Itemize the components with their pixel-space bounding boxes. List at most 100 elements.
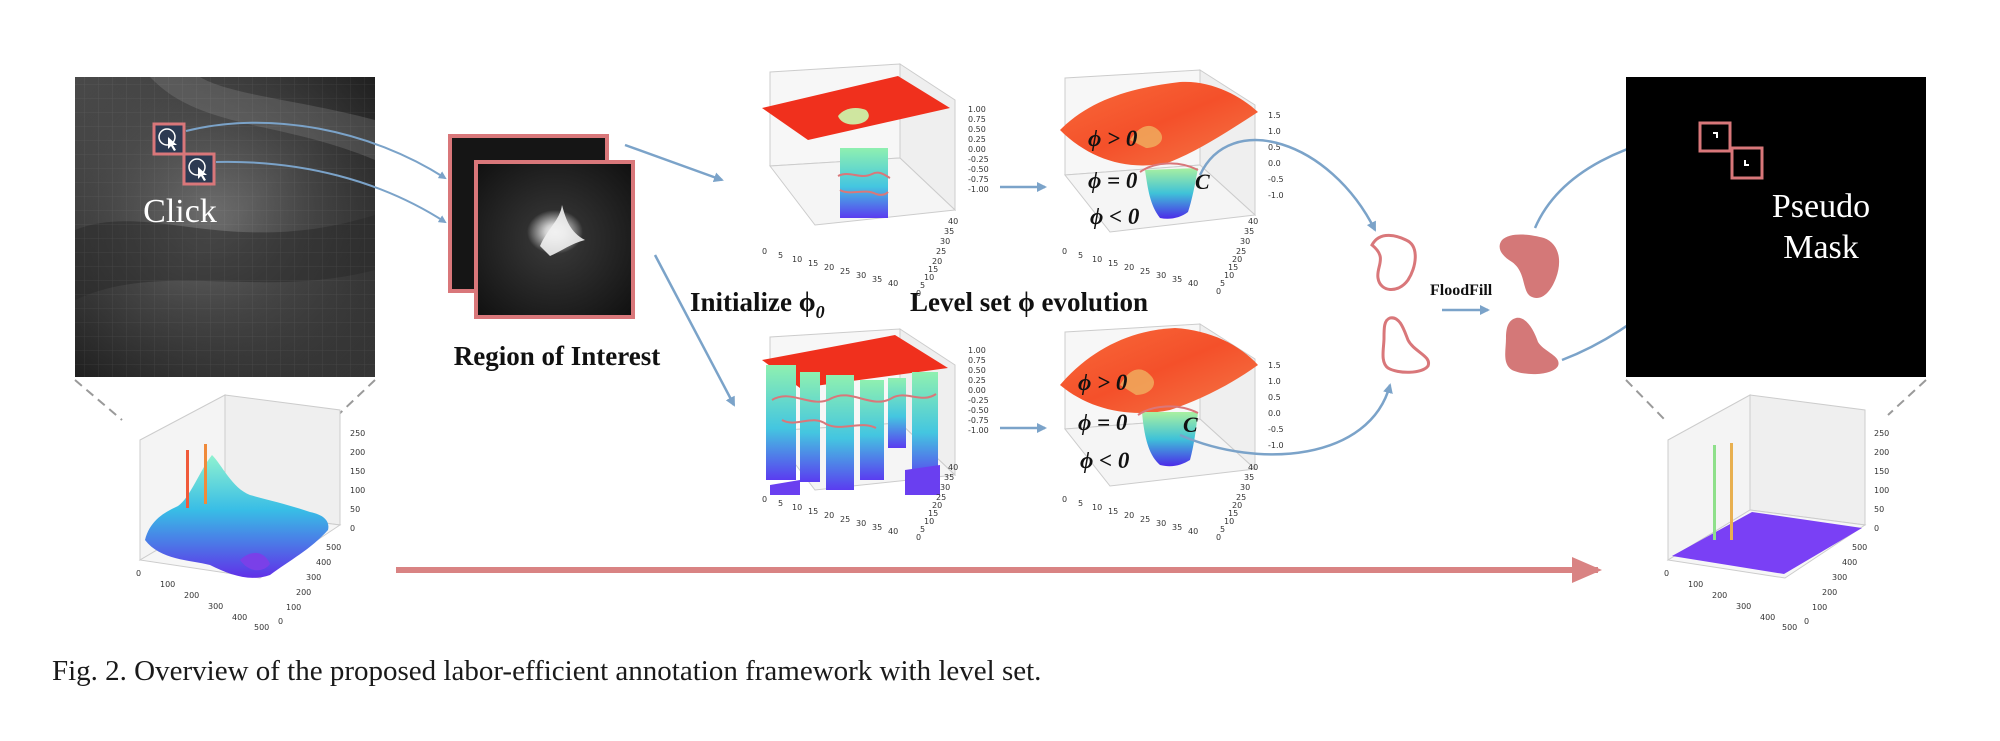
tick: 300: [306, 573, 321, 582]
tick: 300: [1832, 573, 1847, 582]
contour-bottom: [1381, 316, 1431, 374]
tick: 40: [888, 527, 898, 536]
tick: 150: [1874, 467, 1889, 476]
contour-top: [1370, 233, 1417, 291]
tick: 25: [840, 515, 850, 524]
floodfill-label: FloodFill: [1430, 282, 1493, 299]
arrow-roi-to-init-top: [624, 143, 724, 182]
tick: 35: [1172, 523, 1182, 532]
tick: 0: [350, 524, 355, 533]
arrow-click-to-roi-2: [215, 160, 447, 224]
initialize-label: Initialize ϕ0: [690, 287, 825, 322]
tick: 0.0: [1268, 409, 1281, 418]
tick: 40: [1248, 217, 1258, 226]
tick: 0: [1804, 617, 1809, 626]
tick: 100: [1812, 603, 1827, 612]
tick: 100: [286, 603, 301, 612]
tick: 0: [916, 289, 921, 298]
tick: 30: [856, 519, 866, 528]
tick: 0: [278, 617, 283, 626]
tick: -0.75: [968, 175, 989, 184]
tick: 5: [920, 281, 925, 290]
tick: 35: [872, 523, 882, 532]
tick: -0.25: [968, 396, 989, 405]
tick: 300: [208, 602, 223, 611]
tick: 35: [872, 275, 882, 284]
tick: 0: [1216, 533, 1221, 542]
tick: 5: [1078, 499, 1083, 508]
evo-top-phi-gt: ϕ > 0: [1088, 126, 1138, 151]
init-top-x-ticks: 0 5 10 15 20 25 30 35 40: [762, 247, 898, 288]
tick: 5: [920, 525, 925, 534]
tick: 15: [1108, 259, 1118, 268]
init-bottom-z-ticks: 1.00 0.75 0.50 0.25 0.00 -0.25 -0.50 -0.…: [968, 346, 989, 435]
tick: 30: [1240, 237, 1250, 246]
init-top-z-ticks: 1.00 0.75 0.50 0.25 0.00 -0.25 -0.50 -0.…: [968, 105, 989, 194]
tick: 0.5: [1268, 393, 1281, 402]
tick: 5: [1220, 279, 1225, 288]
evo-top-c: C: [1195, 169, 1210, 194]
tick: -0.75: [968, 416, 989, 425]
tick: 500: [1782, 623, 1797, 632]
tick: 10: [924, 517, 934, 526]
tick: 15: [808, 507, 818, 516]
terrain-y-ticks: 500 400 300 200 100 0: [278, 543, 341, 626]
tick: 100: [1874, 486, 1889, 495]
pseudo-label: Pseudo: [1772, 188, 1870, 225]
tick: 20: [1232, 501, 1242, 510]
tick: 20: [824, 263, 834, 272]
tick: 1.5: [1268, 111, 1281, 120]
tick: 10: [792, 255, 802, 264]
tick: -0.5: [1268, 175, 1284, 184]
tick: 5: [778, 251, 783, 260]
tick: 0: [762, 247, 767, 256]
tick: 1.00: [968, 346, 986, 355]
tick: 40: [1188, 527, 1198, 536]
dashed-right-a: [1625, 379, 1666, 421]
tick: 200: [1712, 591, 1727, 600]
roi-patches: [448, 134, 635, 319]
tick: 400: [1760, 613, 1775, 622]
evo-top-y-ticks: 40 35 30 25 20 15 10 5 0: [1216, 217, 1258, 296]
evo-plot-bottom: [1060, 323, 1258, 487]
tick: 1.5: [1268, 361, 1281, 370]
input-image: [75, 77, 375, 377]
tick: 200: [296, 588, 311, 597]
tick: 50: [1874, 505, 1884, 514]
evo-bottom-phi-gt: ϕ > 0: [1078, 370, 1128, 395]
mask-plot: [1666, 394, 1867, 579]
tick: 0: [1062, 495, 1067, 504]
tick: 100: [160, 580, 175, 589]
evo-top-phi-lt: ϕ < 0: [1090, 204, 1140, 229]
tick: 200: [184, 591, 199, 600]
tick: 30: [1156, 519, 1166, 528]
click-label: Click: [143, 193, 217, 230]
mask-x-ticks: 0 100 200 300 400 500: [1664, 569, 1797, 632]
evo-bottom-y-ticks: 40 35 30 25 20 15 10 5 0: [1216, 463, 1258, 542]
tick: 10: [792, 503, 802, 512]
tick: 35: [1244, 473, 1254, 482]
terrain-x-ticks: 0 100 200 300 400 500: [136, 569, 269, 632]
tick: -0.25: [968, 155, 989, 164]
initialize-text: Initialize ϕ: [690, 287, 816, 317]
tick: 40: [1188, 279, 1198, 288]
evo-top-z-ticks: 1.5 1.0 0.5 0.0 -0.5 -1.0: [1268, 111, 1284, 200]
tick: -1.00: [968, 426, 989, 435]
tick: 10: [924, 273, 934, 282]
arrow-evo-top-to-contour: [1198, 138, 1377, 232]
tick: -1.00: [968, 185, 989, 194]
tick: 300: [1736, 602, 1751, 611]
tick: 35: [1244, 227, 1254, 236]
tick: 5: [1220, 525, 1225, 534]
tick: 5: [1078, 251, 1083, 260]
filled-blob-bottom: [1505, 317, 1559, 375]
tick: 35: [1172, 275, 1182, 284]
tick: 400: [316, 558, 331, 567]
tick: 15: [1228, 263, 1238, 272]
terrain-plot: [138, 394, 342, 579]
tick: 35: [944, 473, 954, 482]
click-markers: [152, 122, 216, 186]
tick: 5: [778, 499, 783, 508]
evo-bottom-x-ticks: 0 5 10 15 20 25 30 35 40: [1062, 495, 1198, 536]
